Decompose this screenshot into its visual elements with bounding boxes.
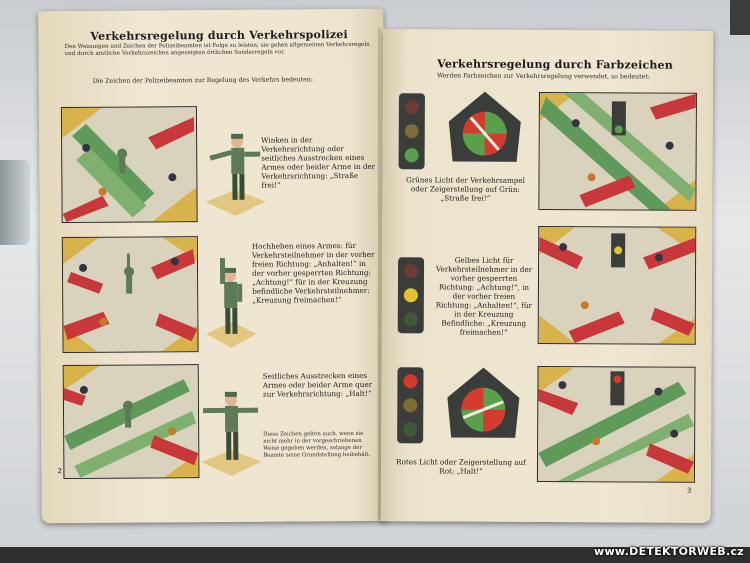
left-page-intro: Den Weisungen und Zeichen der Polizeibea… (64, 41, 370, 57)
left-page-footnote: Diese Zeichen gelten auch, wenn sie nich… (263, 430, 371, 459)
right-caption-3: Rotes Licht oder Zeigerstellung auf Rot:… (396, 457, 526, 476)
right-page-title: Verkehrsregelung durch Farbzeichen (437, 57, 673, 72)
signal-disc-green-icon (448, 91, 521, 162)
watermark: www.DETEKTORWEB.cz (593, 545, 744, 558)
paper-scrap (0, 160, 30, 245)
right-caption-1: Grünes Licht der Verkehrsampel oder Zeig… (405, 175, 526, 203)
intersection-illustration-1 (60, 106, 198, 224)
right-page-number: 3 (686, 486, 692, 495)
left-page-number: 2 (57, 467, 62, 476)
left-caption-1: Winken in der Verkehrsrichtung oder seit… (261, 135, 376, 190)
color-signal-illustration-2 (537, 225, 697, 345)
intersection-illustration-2 (61, 236, 199, 354)
right-page-subtitle: Werden Farbzeichen zur Verkehrsregelung … (437, 72, 650, 81)
police-officer-arms-out-icon (201, 391, 262, 476)
traffic-light-red-icon (397, 367, 424, 444)
dark-object-corner (730, 0, 750, 35)
intersection-illustration-3 (62, 364, 200, 480)
police-officer-raised-arm-icon (206, 257, 257, 348)
bottom-shadow (0, 547, 750, 563)
left-caption-3: Seitliches Ausstrecken eines Armes oder … (262, 370, 373, 399)
traffic-light-green-icon (398, 93, 425, 170)
booklet-page-right: Verkehrsregelung durch Farbzeichen Werde… (380, 29, 714, 523)
traffic-light-yellow-icon (397, 257, 425, 334)
booklet-page-left: Verkehrsregelung durch Verkehrspolizei D… (38, 8, 387, 524)
police-officer-waving-icon (205, 133, 266, 216)
left-caption-2: Hochheben eines Armes: für Verkehrsteiln… (251, 240, 375, 305)
signal-disc-red-icon (447, 367, 520, 438)
color-signal-illustration-3 (536, 365, 696, 483)
right-caption-2: Gelbes Licht für Verkehrsteilnehmer in d… (435, 255, 533, 337)
color-signal-illustration-1 (538, 91, 697, 211)
left-page-subtitle: Die Zeichen der Polizeibeamten zur Regel… (92, 76, 313, 85)
left-page-title: Verkehrsregelung durch Verkehrspolizei (90, 28, 348, 43)
